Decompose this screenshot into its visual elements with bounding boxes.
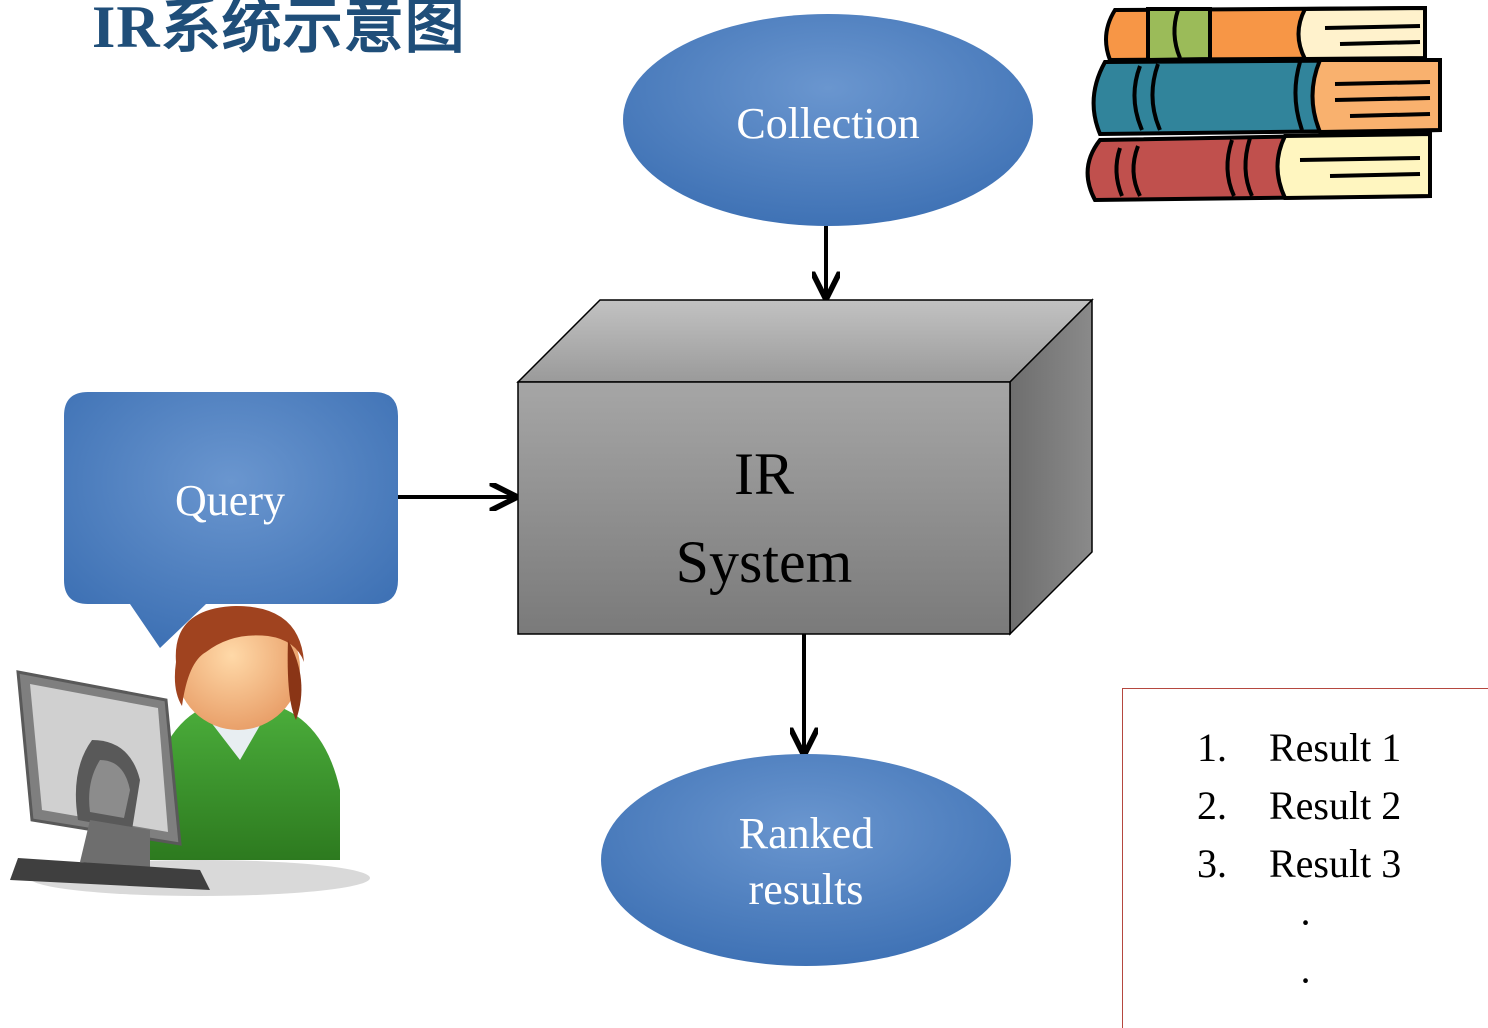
ir-system-label-line2: System bbox=[676, 529, 853, 595]
results-list-box: 1. Result 1 2. Result 2 3. Result 3 · · bbox=[1122, 688, 1488, 1028]
result-number: 2. bbox=[1197, 783, 1227, 828]
query-label: Query bbox=[175, 476, 285, 525]
result-label: Result 1 bbox=[1269, 725, 1402, 770]
query-node: Query bbox=[64, 392, 398, 648]
ranked-results-node: Ranked results bbox=[601, 754, 1011, 966]
result-label: Result 2 bbox=[1269, 783, 1402, 828]
results-list: 1. Result 1 2. Result 2 3. Result 3 bbox=[1197, 719, 1401, 893]
ellipsis-dot: · bbox=[1298, 958, 1313, 1003]
ir-system-box: IR System bbox=[516, 298, 1094, 636]
ellipsis-dot: · bbox=[1298, 900, 1313, 945]
result-item: 2. Result 2 bbox=[1197, 777, 1401, 835]
collection-label: Collection bbox=[736, 99, 919, 148]
user-at-computer-icon bbox=[10, 606, 370, 896]
result-number: 3. bbox=[1197, 841, 1227, 886]
ranked-results-label-line2: results bbox=[749, 865, 864, 914]
result-label: Result 3 bbox=[1269, 841, 1402, 886]
page-title: IR系统示意图 bbox=[92, 0, 466, 60]
result-number: 1. bbox=[1197, 725, 1227, 770]
result-item: 3. Result 3 bbox=[1197, 835, 1401, 893]
collection-node: Collection bbox=[623, 14, 1033, 226]
books-stack-icon bbox=[1085, 5, 1442, 203]
result-item: 1. Result 1 bbox=[1197, 719, 1401, 777]
ranked-results-label-line1: Ranked bbox=[739, 809, 873, 858]
ir-system-label-line1: IR bbox=[734, 441, 794, 507]
